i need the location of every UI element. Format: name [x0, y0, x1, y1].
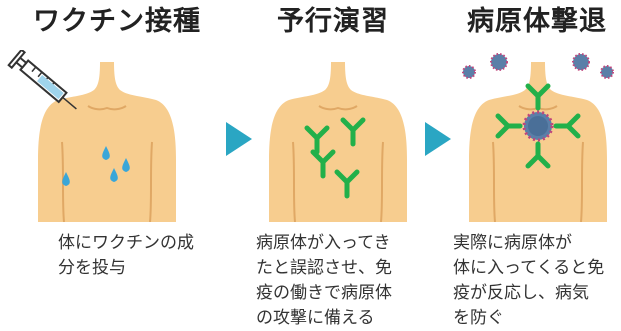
description-line: 疫の働きで病原体	[256, 283, 392, 303]
step-title-repel: 病原体撃退	[467, 6, 607, 37]
description-line: 疫が反応し、病気	[453, 283, 589, 303]
virus-icon	[462, 53, 614, 79]
arrow-right-icon	[226, 122, 252, 156]
torso-figure	[269, 62, 407, 222]
description-line: の攻撃に備える	[256, 308, 375, 328]
step-title-vaccination: ワクチン接種	[33, 6, 201, 37]
panel-vaccination	[2, 50, 194, 222]
description-line: 分を投与	[58, 258, 126, 278]
description-line: 体にワクチンの成	[58, 233, 194, 253]
virus-icon	[522, 110, 554, 142]
droplet-icon	[62, 146, 130, 186]
antibody-icon	[304, 117, 366, 199]
step-description-vaccination: 体にワクチンの成 分を投与	[58, 231, 226, 281]
description-line: 病原体が入ってき	[256, 233, 391, 253]
step-title-rehearsal: 予行演習	[277, 6, 389, 37]
step-description-repel: 実際に病原体が 体に入ってくると免 疫が反応し、病気 を防ぐ	[453, 231, 621, 331]
panel-rehearsal	[255, 50, 425, 222]
description-line: 実際に病原体が	[453, 233, 572, 253]
syringe-icon	[7, 50, 77, 110]
arrow-right-icon	[425, 122, 451, 156]
step-description-rehearsal: 病原体が入ってき たと誤認させ、免 疫の働きで病原体 の攻撃に備える	[256, 231, 424, 331]
description-line: 体に入ってくると免	[453, 258, 605, 278]
antibody-icon	[495, 83, 581, 169]
description-line: を防ぐ	[453, 308, 504, 328]
panel-repel	[453, 50, 621, 222]
description-line: たと誤認させ、免	[256, 258, 392, 278]
torso-figure	[38, 62, 176, 222]
